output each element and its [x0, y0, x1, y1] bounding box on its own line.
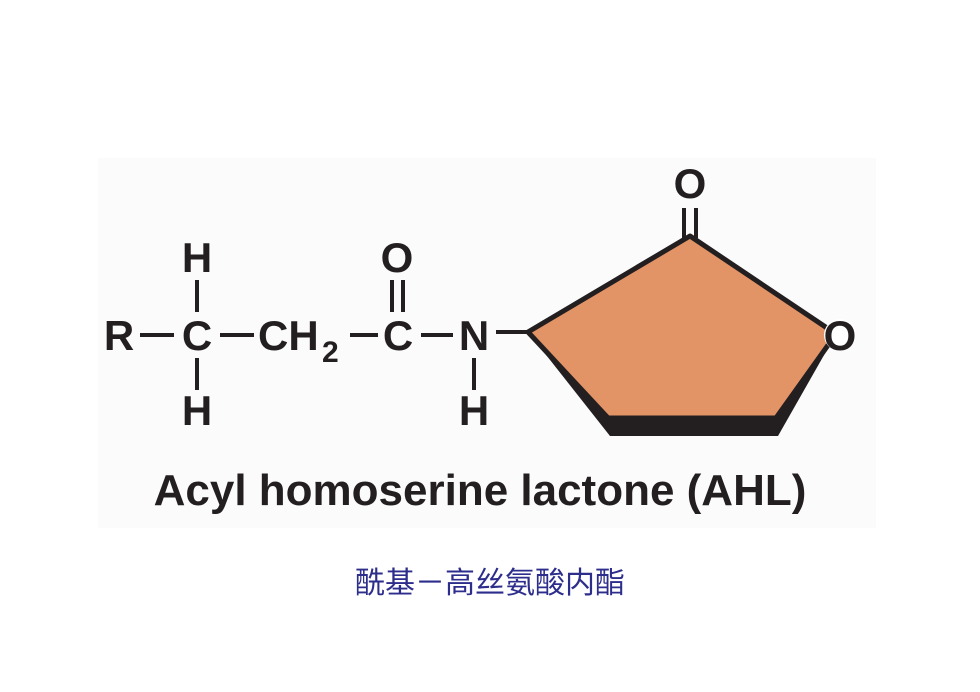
atom-n: N: [459, 312, 489, 359]
atom-o-ring-carbonyl: O: [674, 160, 707, 207]
atom-h-top: H: [182, 234, 212, 281]
atom-o-ring: O: [824, 312, 857, 359]
atom-c-alpha: C: [182, 312, 212, 359]
atom-ch2: CH: [258, 312, 319, 359]
atom-h-bottom: H: [182, 387, 212, 434]
caption-chinese: 酰基－高丝氨酸内酯: [355, 566, 625, 601]
caption-english: Acyl homoserine lactone (AHL): [154, 466, 807, 515]
atom-h-n: H: [459, 387, 489, 434]
ring-oxygen-halo: [824, 319, 856, 351]
lactone-ring: [525, 233, 839, 421]
atom-o-carbonyl: O: [381, 234, 414, 281]
atom-r: R: [104, 312, 134, 359]
atom-ch2-subscript: 2: [322, 336, 339, 369]
atom-c-carbonyl: C: [383, 312, 413, 359]
